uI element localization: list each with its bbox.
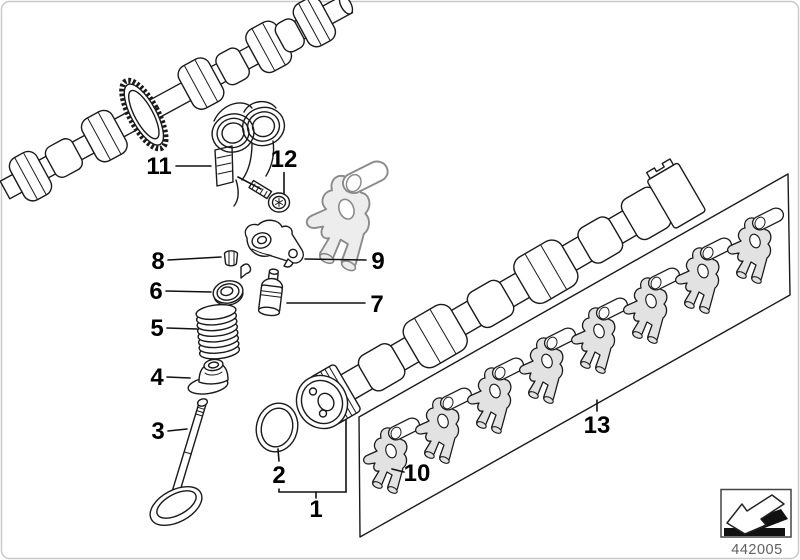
hydraulic-lifter-part-7 bbox=[257, 268, 284, 317]
valve-part-3 bbox=[149, 398, 209, 526]
callout-6[interactable]: 6 bbox=[149, 278, 162, 305]
leader-lines bbox=[165, 165, 598, 499]
valve-spring-part-5 bbox=[195, 303, 241, 360]
leader-spring-to-screw bbox=[237, 176, 262, 190]
leader-2 bbox=[277, 448, 280, 462]
callout-9[interactable]: 9 bbox=[371, 248, 384, 275]
callout-2[interactable]: 2 bbox=[272, 462, 285, 489]
callout-8[interactable]: 8 bbox=[151, 248, 164, 275]
direction-arrow-icon bbox=[724, 494, 788, 536]
callout-7[interactable]: 7 bbox=[370, 291, 383, 318]
leader-6 bbox=[165, 290, 212, 293]
camshaft-part-1 bbox=[295, 158, 706, 430]
spring-retainer-part-6 bbox=[212, 280, 244, 306]
callout-10[interactable]: 10 bbox=[404, 460, 431, 487]
direction-arrow-box bbox=[720, 488, 792, 538]
intermediate-lever bbox=[570, 297, 629, 376]
torsion-spring-part-11 bbox=[211, 101, 286, 207]
valve-keepers-part-8 bbox=[223, 250, 252, 279]
leader-5 bbox=[166, 327, 198, 330]
leader-4 bbox=[166, 376, 191, 379]
callout-1[interactable]: 1 bbox=[309, 496, 322, 523]
intermediate-lever bbox=[414, 387, 473, 466]
callout-12[interactable]: 12 bbox=[271, 146, 298, 173]
intermediate-lever bbox=[466, 357, 525, 436]
drawing-number: 442005 bbox=[731, 542, 782, 558]
bracket-1 bbox=[278, 419, 347, 493]
callout-5[interactable]: 5 bbox=[150, 315, 163, 342]
intermediate-lever bbox=[726, 207, 785, 286]
leader-10 bbox=[391, 468, 405, 473]
leader-9 bbox=[304, 258, 367, 261]
intermediate-lever bbox=[518, 327, 577, 406]
rocker-arm-part-9 bbox=[244, 219, 304, 268]
callout-4[interactable]: 4 bbox=[150, 364, 164, 391]
screw-part-12 bbox=[248, 179, 291, 213]
valve-seal-part-4 bbox=[187, 358, 229, 395]
lever-plane-outline bbox=[358, 173, 791, 538]
callout-13[interactable]: 13 bbox=[584, 412, 611, 439]
callout-11[interactable]: 11 bbox=[146, 153, 171, 180]
intermediate-lever bbox=[622, 267, 681, 346]
o-ring-part-2 bbox=[255, 402, 299, 453]
callout-3[interactable]: 3 bbox=[151, 418, 164, 445]
leader-8 bbox=[167, 256, 222, 261]
eccentric-shaft-drawing bbox=[0, 0, 354, 202]
leader-3 bbox=[167, 428, 188, 432]
intermediate-lever bbox=[674, 237, 733, 316]
callouts: 11 12 8 9 6 7 5 4 3 2 1 10 13 bbox=[146, 146, 610, 523]
